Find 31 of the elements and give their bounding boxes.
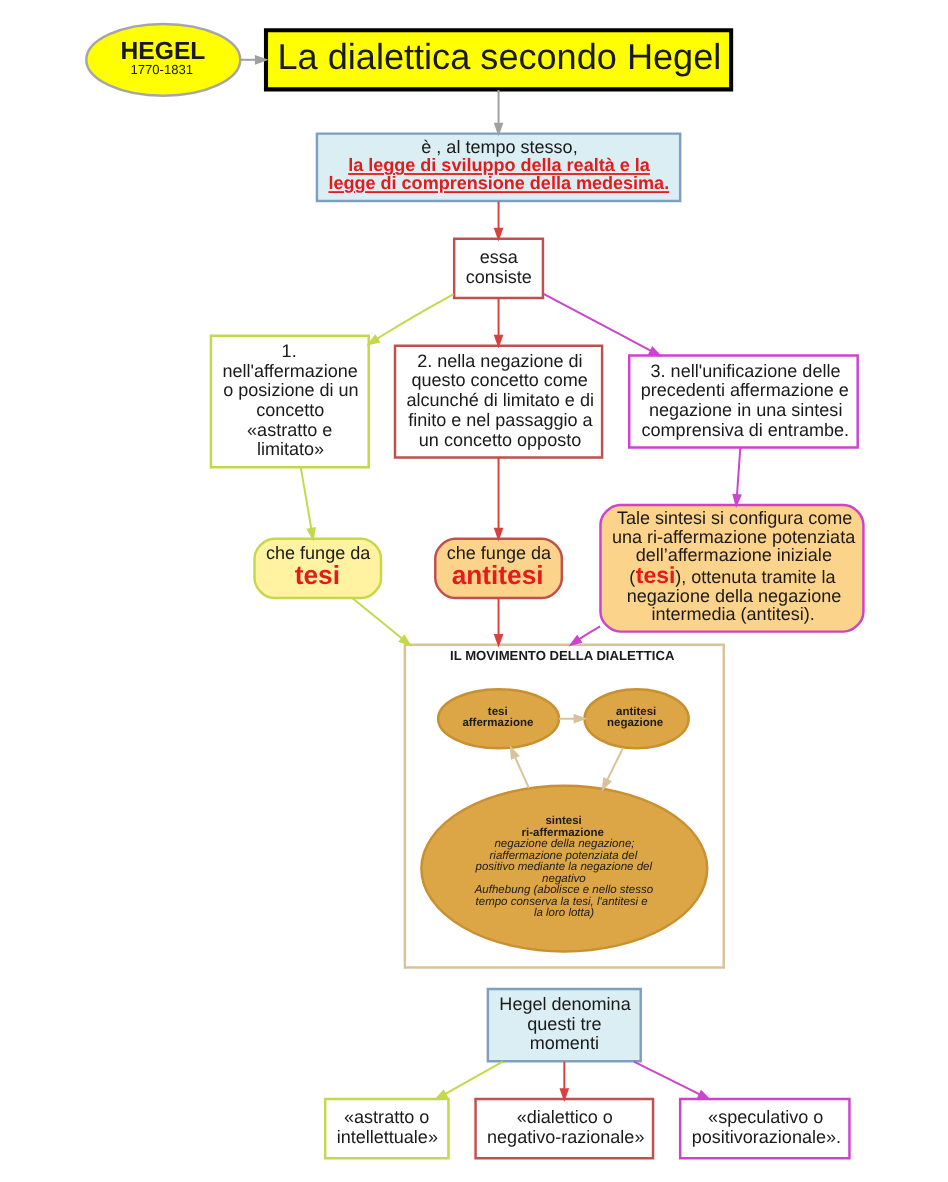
arrow [492, 200, 503, 242]
node-box: 1. nell'affermazione o posizione di un concetto «astratto e limitato» [208, 334, 369, 469]
arrow [238, 54, 268, 65]
node-box: 2. nella negazione di questo concetto come alcunché di limitato e di finito e nel passaggio a un concetto opposto [392, 344, 603, 459]
arrow [432, 1060, 503, 1101]
arrow [541, 292, 662, 357]
arrow [298, 466, 315, 542]
node-box: «speculativo o positivorazionale». [677, 1097, 850, 1160]
arrow [556, 713, 587, 724]
node-box: «dialettico o negativo-razionale» [473, 1097, 654, 1160]
arrow [600, 746, 623, 792]
node-box: «astratto o intellettuale» [322, 1097, 449, 1160]
arrow [567, 625, 601, 647]
arrow [492, 88, 503, 137]
node-box: Tale sintesi si configura come una ri-affermazione potenziata dell’affermazione iniziale (tesi), ottenuta tramite la negazione della negazione intermedia (antitesi). [598, 503, 864, 633]
node-box: Hegel denomina questi tre momenti [485, 987, 641, 1063]
arrow [558, 1060, 569, 1103]
arrow [631, 1060, 711, 1101]
node-box: che funge da tesi [252, 537, 382, 600]
arrow [731, 446, 741, 508]
arrow [492, 456, 503, 542]
node-box: 3. nell'unificazione delle precedenti affermazione e negazione in una sintesi comprensiva di entrambe. [627, 354, 858, 449]
node-box: essa consiste [451, 237, 544, 300]
arrow [492, 297, 503, 349]
node-box: che funge da antitesi [433, 537, 563, 600]
arrow [350, 597, 411, 647]
arrow [492, 597, 503, 648]
arrow [365, 293, 454, 346]
node-box: è , al tempo stesso, la legge di sviluppo della realtà e la legge di comprensione della medesima. [314, 132, 681, 203]
arrow [508, 745, 529, 790]
node-box: La dialettica secondo Hegel [262, 28, 733, 92]
